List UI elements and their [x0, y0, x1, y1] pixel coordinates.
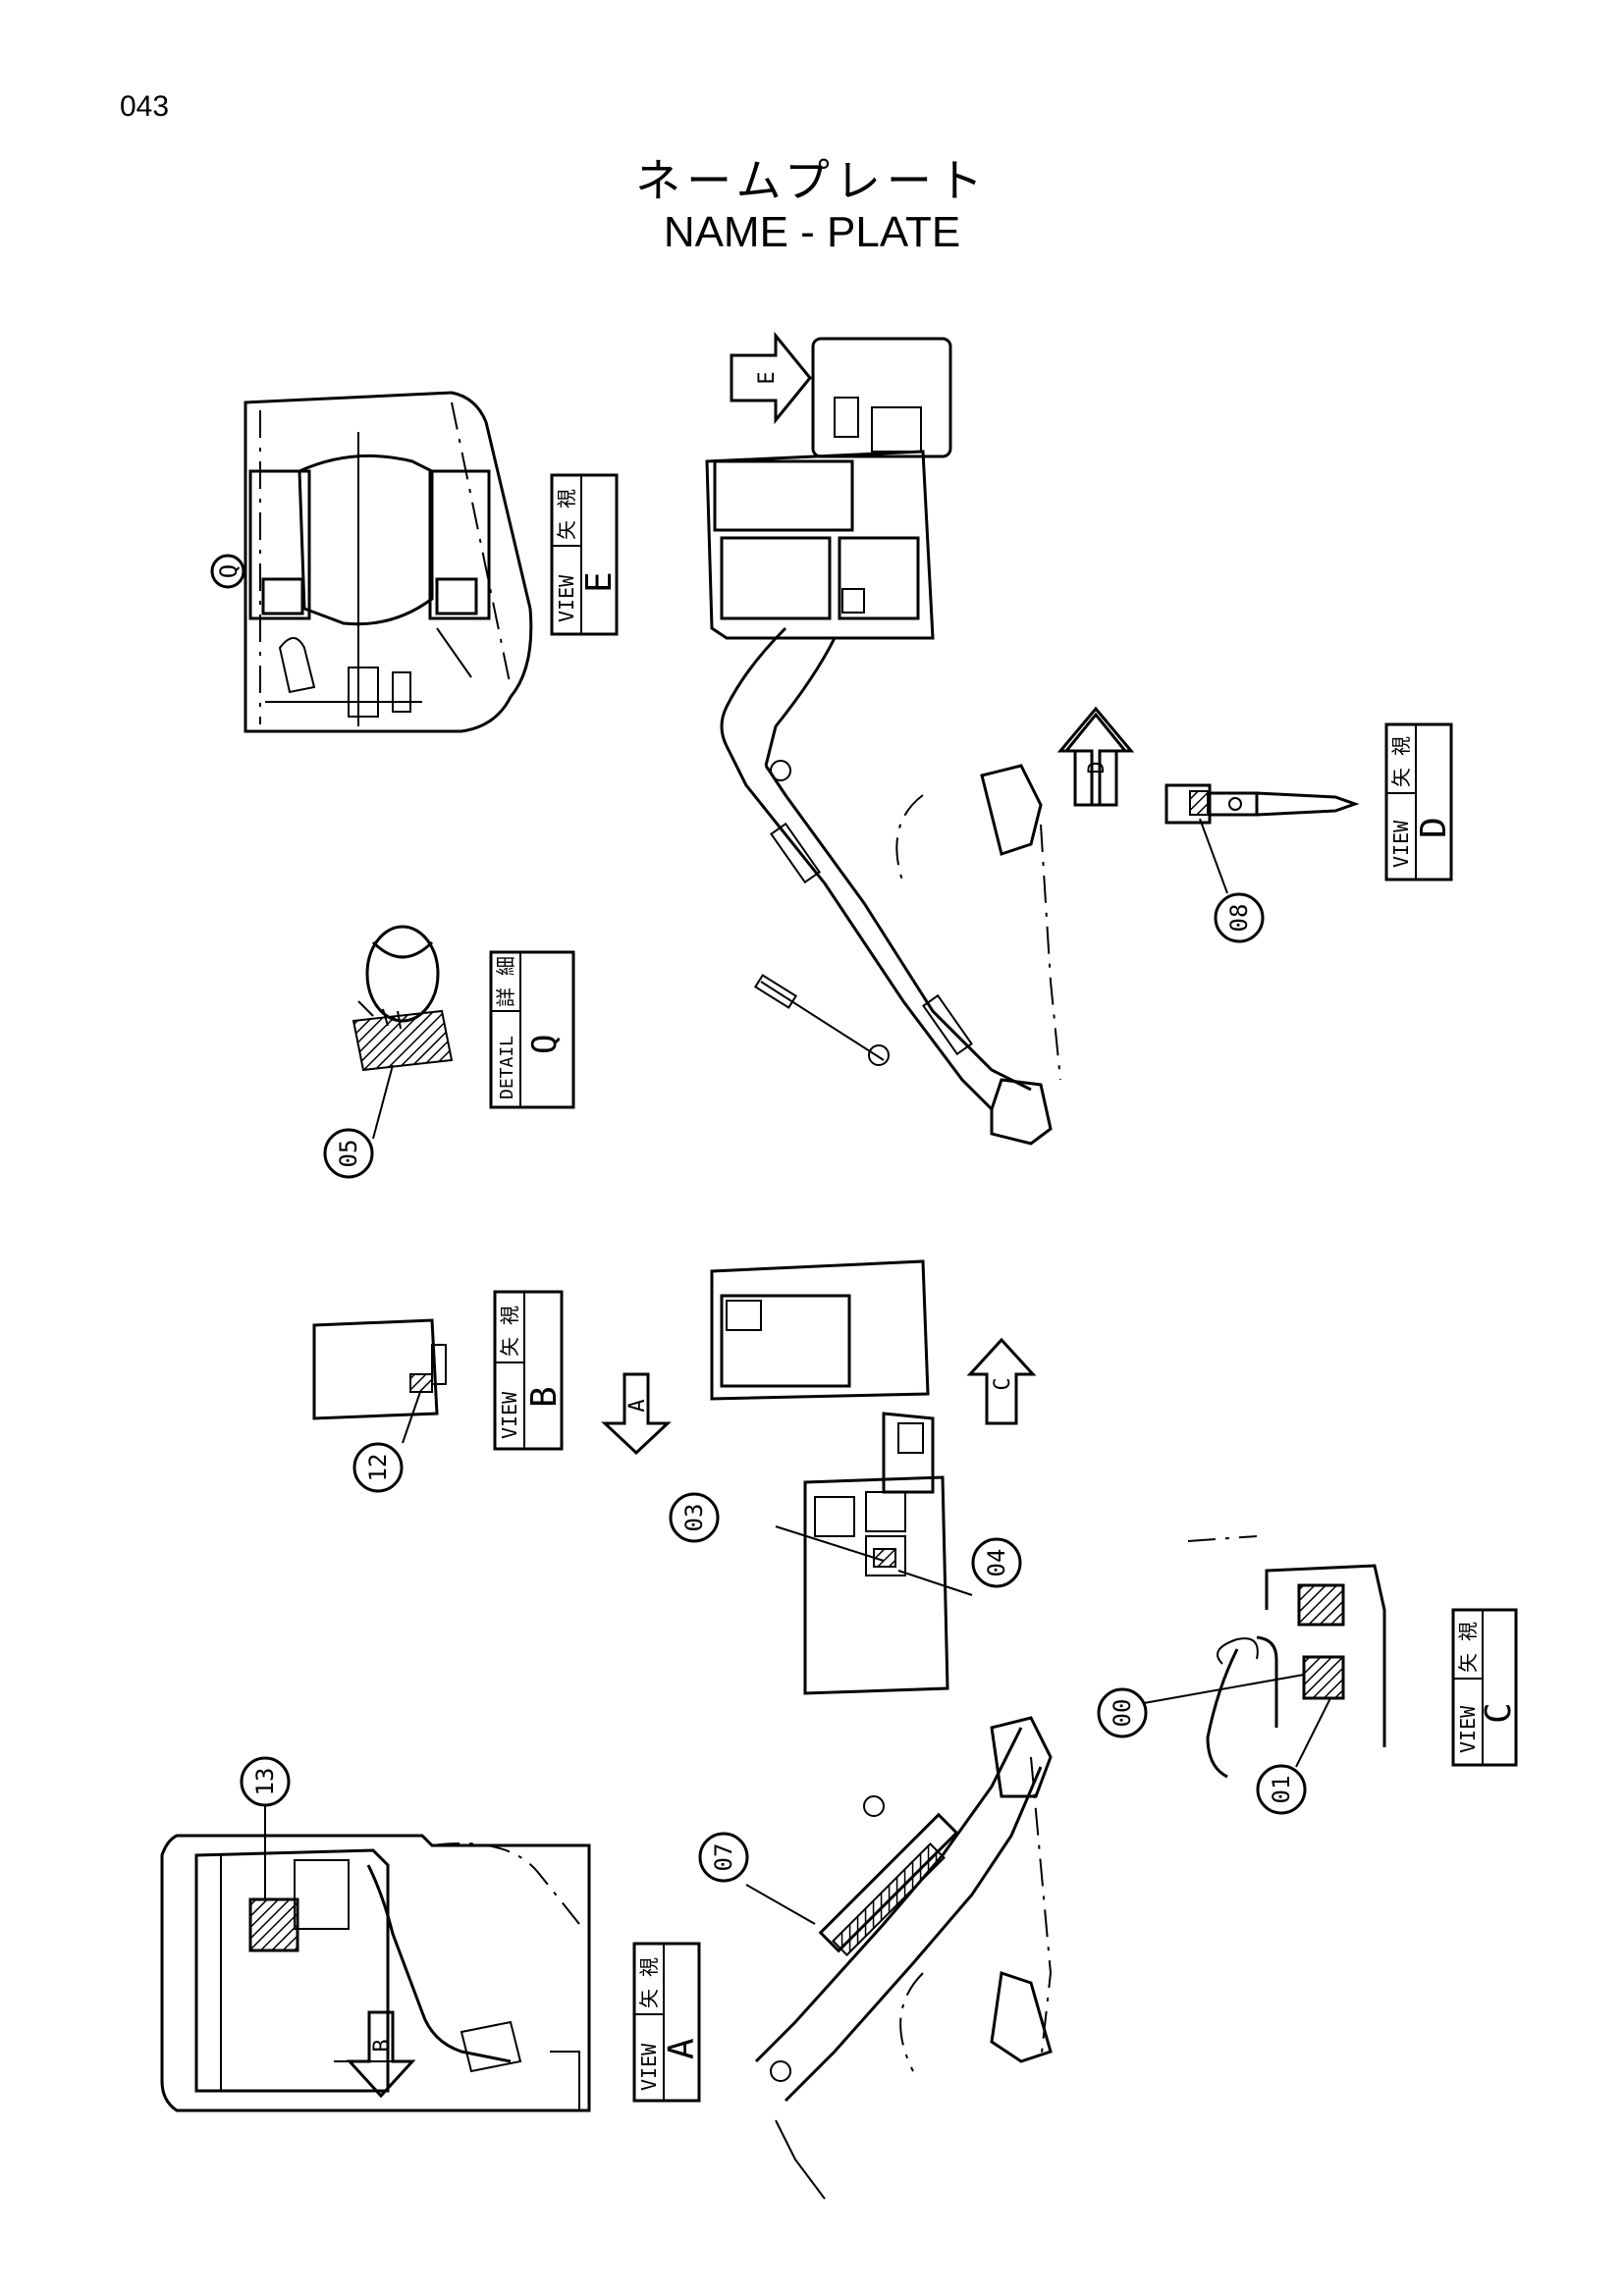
- arrow-c: C: [966, 1337, 1037, 1425]
- arrow-e-letter: E: [755, 371, 780, 384]
- view-label-b: VIEW 矢 視 B: [493, 1290, 565, 1451]
- view-label-d: VIEW 矢 視 D: [1384, 722, 1454, 881]
- view-c-part: [1143, 1535, 1386, 1779]
- callout-01-label: 01: [1268, 1776, 1295, 1804]
- cab-top-view: Q: [210, 391, 533, 733]
- callout-05: 05: [323, 1128, 374, 1179]
- arrow-a: A: [601, 1372, 672, 1456]
- callout-04-label: 04: [983, 1549, 1010, 1577]
- detail-q-marker-letter: Q: [215, 564, 243, 578]
- view-b-en: VIEW: [498, 1391, 521, 1439]
- arrow-e: E: [730, 331, 812, 425]
- arrow-d: D: [1056, 706, 1135, 807]
- page-number: 043: [120, 90, 170, 123]
- view-b-part: [312, 1318, 447, 1444]
- boom-arm-view: [745, 1716, 1053, 2200]
- callout-03-label: 03: [680, 1504, 708, 1532]
- view-label-e: VIEW 矢 視 E: [550, 473, 620, 636]
- callout-00-label: 00: [1109, 1699, 1136, 1728]
- callout-08-label: 08: [1225, 904, 1253, 933]
- detail-label-q: DETAIL 詳 細 Q: [489, 950, 575, 1109]
- view-d-jp: 矢 視: [1389, 736, 1413, 787]
- excavator-rear-view: [710, 1259, 973, 1695]
- view-c-letter: C: [1479, 1702, 1519, 1724]
- arrow-b-letter: B: [370, 2039, 395, 2052]
- view-e-jp: 矢 視: [555, 489, 578, 540]
- view-c-en: VIEW: [1456, 1705, 1480, 1753]
- callout-03: 03: [669, 1492, 720, 1543]
- view-label-c: VIEW 矢 視 C: [1451, 1608, 1519, 1767]
- callout-12: 12: [352, 1442, 404, 1493]
- view-d-letter: D: [1414, 817, 1454, 838]
- callout-04: 04: [971, 1537, 1022, 1588]
- view-a-jp: 矢 視: [637, 1957, 661, 2008]
- callout-00: 00: [1097, 1687, 1148, 1738]
- callout-01: 01: [1256, 1764, 1307, 1815]
- view-d-part: [1164, 783, 1360, 894]
- arrow-d-letter: D: [1085, 761, 1110, 774]
- callout-08: 08: [1214, 892, 1265, 943]
- detail-q-marker: Q: [210, 554, 245, 589]
- detail-q-letter: Q: [525, 1035, 565, 1054]
- arrow-b: B: [346, 2010, 416, 2099]
- detail-q-jp: 詳 細: [494, 956, 517, 1007]
- callout-13: 13: [240, 1756, 291, 1807]
- detail-q-en: DETAIL: [497, 1036, 517, 1099]
- view-a-letter: A: [662, 2038, 702, 2059]
- callout-05-label: 05: [335, 1140, 362, 1168]
- detail-q-part: [352, 925, 454, 1140]
- callout-07-label: 07: [710, 1843, 737, 1872]
- view-b-letter: B: [524, 1386, 565, 1408]
- callout-13-label: 13: [251, 1768, 279, 1796]
- view-d-en: VIEW: [1389, 820, 1413, 868]
- view-b-jp: 矢 視: [498, 1306, 521, 1357]
- view-e-letter: E: [579, 571, 620, 593]
- page-title-japanese: ネームプレート: [635, 154, 989, 207]
- page-title-english: NAME - PLATE: [663, 208, 961, 256]
- view-c-jp: 矢 視: [1456, 1622, 1480, 1673]
- arrow-a-letter: A: [625, 1399, 650, 1412]
- view-a-en: VIEW: [637, 2043, 661, 2091]
- cab-side-view: [160, 1806, 591, 2112]
- view-label-a: VIEW 矢 視 A: [632, 1942, 702, 2103]
- view-e-en: VIEW: [555, 574, 578, 622]
- callout-12-label: 12: [364, 1454, 392, 1482]
- arrow-c-letter: C: [991, 1377, 1015, 1390]
- excavator-top-view: [705, 337, 1061, 1146]
- callout-07: 07: [698, 1832, 749, 1883]
